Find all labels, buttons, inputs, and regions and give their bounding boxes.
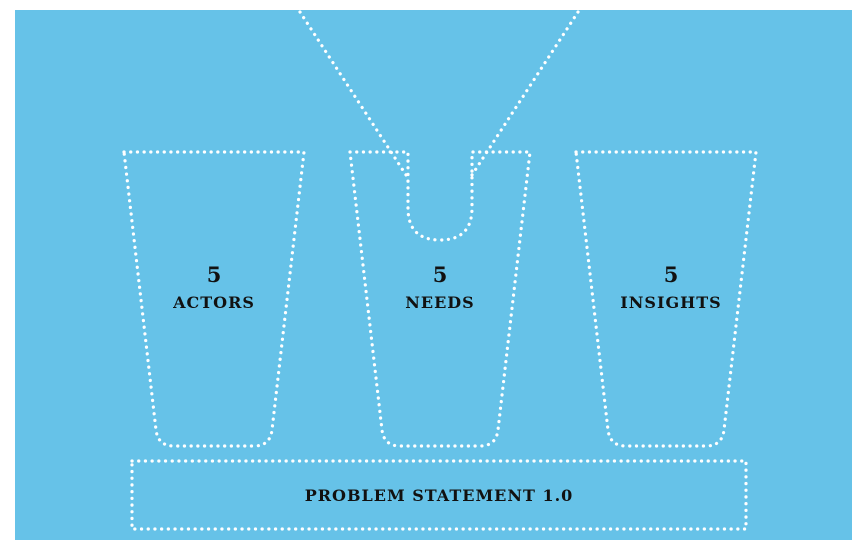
problem-statement-box bbox=[130, 459, 748, 531]
insights-count: 5 bbox=[663, 262, 679, 287]
problem-statement-label: PROBLEM STATEMENT 1.0 bbox=[304, 485, 574, 505]
insights-word: INSIGHTS bbox=[620, 293, 722, 312]
funnel-left-line bbox=[298, 10, 410, 180]
diagram-canvas bbox=[15, 10, 852, 540]
cup-needs-label: 5 NEEDS bbox=[380, 264, 500, 311]
cup-needs-outline bbox=[348, 150, 532, 448]
funnel-right-line bbox=[468, 10, 580, 180]
needs-count: 5 bbox=[432, 262, 448, 287]
cup-insights-label: 5 INSIGHTS bbox=[596, 264, 746, 311]
cup-actors-label: 5 ACTORS bbox=[154, 264, 274, 311]
actors-word: ACTORS bbox=[173, 293, 255, 312]
needs-word: NEEDS bbox=[405, 293, 475, 312]
cup-insights-outline bbox=[574, 150, 758, 448]
cup-actors-outline bbox=[122, 150, 306, 448]
actors-count: 5 bbox=[206, 262, 222, 287]
